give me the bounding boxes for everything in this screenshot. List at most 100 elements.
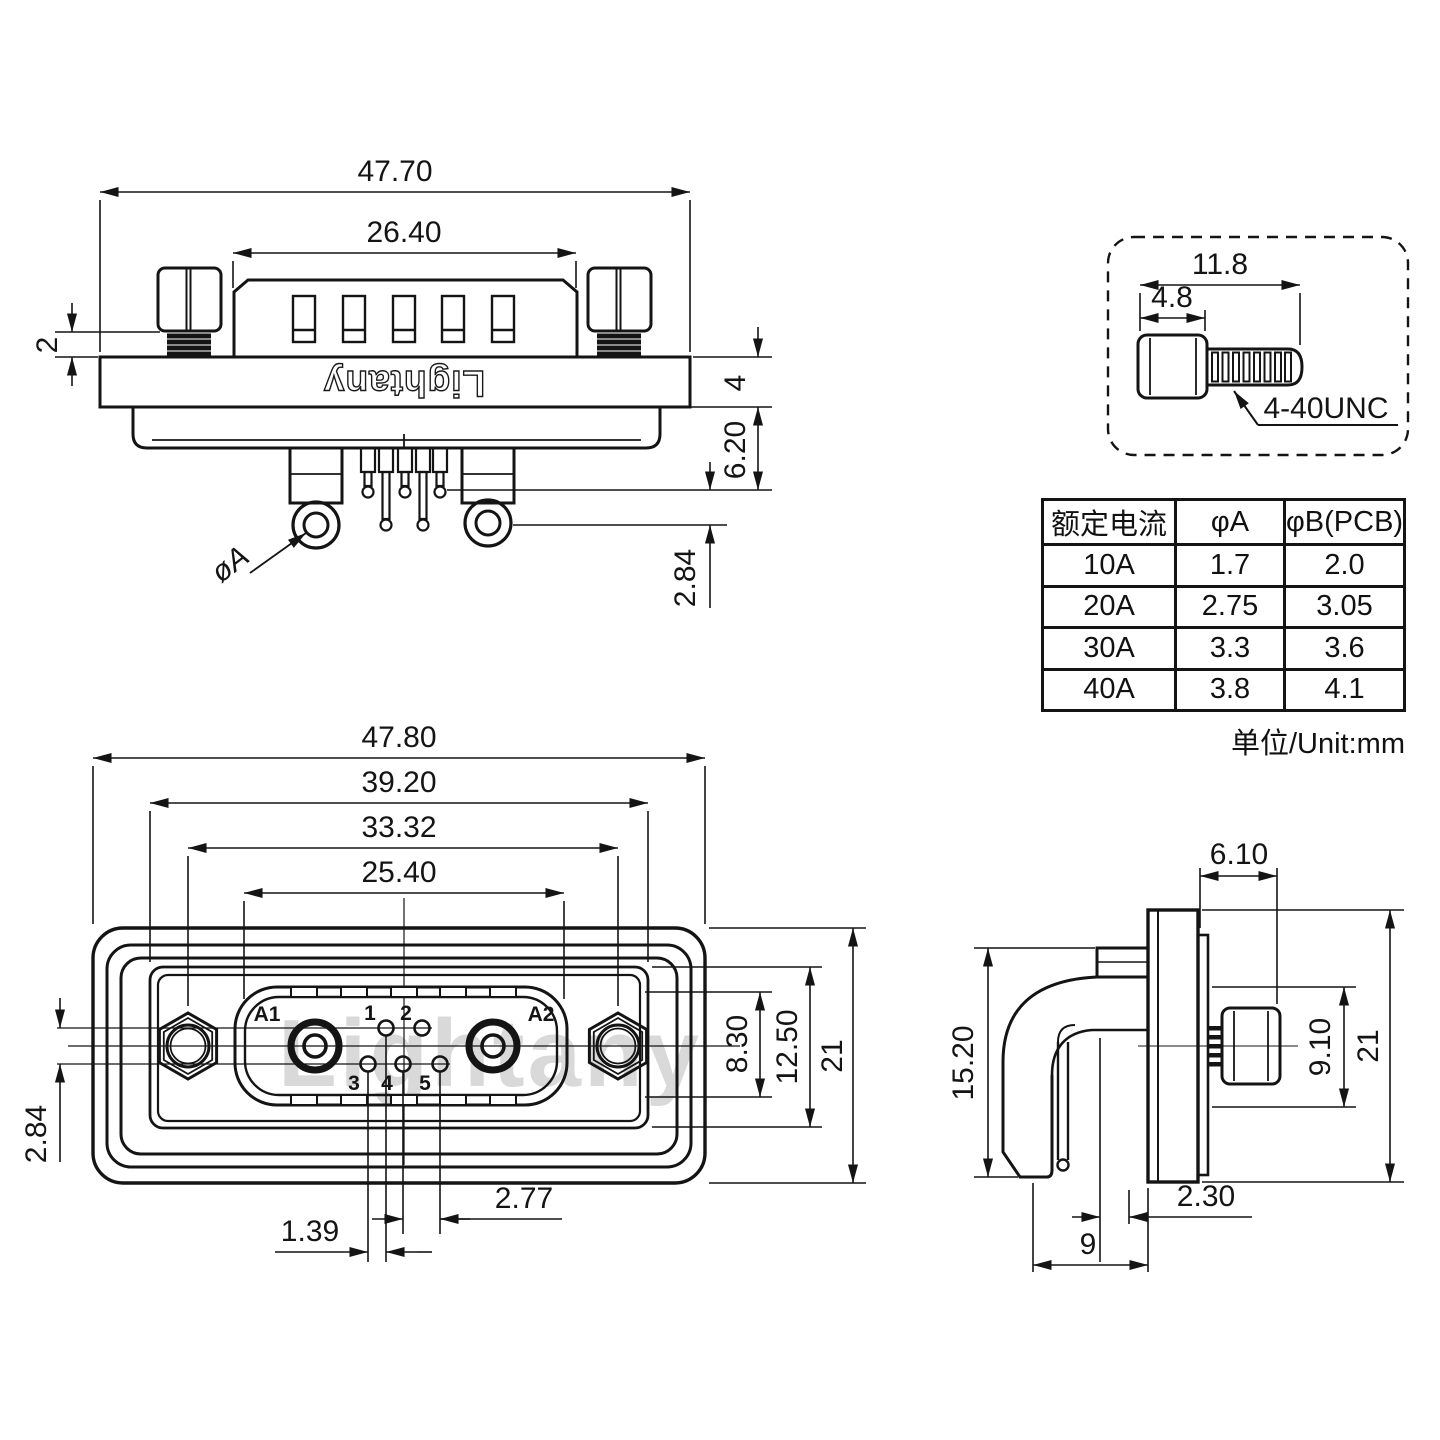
dim-label: 26.40	[366, 216, 441, 249]
dim-label: 8.30	[721, 1015, 754, 1073]
dim-label: 2.30	[1177, 1180, 1235, 1213]
thread-callout: 4-40UNC	[1233, 390, 1398, 426]
side-body	[1001, 908, 1298, 1184]
insert-body	[232, 278, 579, 357]
cell-dia-b: 4.1	[1283, 667, 1406, 712]
dim-front-pin-row-offset: 2.84	[20, 998, 66, 1163]
right-jack-screw	[586, 266, 653, 357]
dim-label: 47.70	[357, 155, 432, 188]
screw-threads	[1211, 351, 1292, 383]
dim-top-shell-depth: 6.20	[447, 407, 772, 491]
dim-label: 12.50	[771, 1009, 804, 1084]
dim-side-head-offset: 6.10	[1199, 838, 1278, 1004]
dim-side-overall-height: 21	[1202, 909, 1404, 1183]
cell-current: 10A	[1041, 543, 1177, 588]
dim-front-shell-width: 25.40	[243, 856, 565, 999]
dim-front-overall-width: 47.80	[92, 721, 706, 924]
dim-side-screw-height: 9.10	[1212, 986, 1356, 1108]
dim-screw-total-length: 11.8	[1139, 248, 1301, 345]
side-bracket	[1001, 946, 1150, 1179]
dim-label: 39.20	[361, 766, 436, 799]
dim-side-pin-offset: 2.30	[1072, 1038, 1252, 1262]
dim-front-window-height: 12.50	[652, 966, 822, 1128]
left-jack-screw	[156, 266, 223, 357]
right-hex-nut	[587, 1011, 649, 1081]
thread-label: 4-40UNC	[1263, 392, 1388, 425]
dim-side-pin-depth: 9	[1032, 1183, 1149, 1272]
table-row: 20A 2.75 3.05	[1041, 584, 1406, 629]
power-contact-a1	[287, 1018, 343, 1074]
signal-pins-side	[359, 446, 449, 532]
dim-label: 21	[816, 1039, 849, 1072]
label-a1: A1	[254, 1003, 281, 1026]
spec-table: 额定电流 φA φB(PCB) 10A 1.7 2.0 20A 2.75 3.0…	[1041, 498, 1407, 762]
screw-detail-view: 11.8 4.8 4-40UNC	[1106, 235, 1410, 457]
dim-label: 2.77	[495, 1182, 553, 1215]
detail-boundary	[1106, 235, 1410, 457]
table-row: 30A 3.3 3.6	[1041, 626, 1406, 671]
cell-current: 20A	[1041, 584, 1177, 629]
front-centerlines	[57, 898, 740, 1165]
dim-label: 2.84	[669, 549, 702, 607]
dim-label: 15.20	[947, 1025, 980, 1100]
dim-label: 2.84	[20, 1105, 53, 1163]
dim-label: 4.8	[1151, 281, 1193, 314]
dim-label: 11.8	[1192, 248, 1248, 281]
dim-label: 47.80	[361, 721, 436, 754]
table-header-row: 额定电流 φA φB(PCB)	[1041, 498, 1406, 546]
signal-contacts	[359, 1019, 449, 1073]
top-view-body: Lightany	[98, 266, 692, 550]
contact-labels: A1 A2 1 2 3 4 5	[254, 1002, 555, 1095]
cell-dia-a: 3.8	[1174, 667, 1286, 712]
label-pin3: 3	[348, 1072, 360, 1095]
label-pin1: 1	[364, 1002, 376, 1025]
label-pin2: 2	[400, 1002, 412, 1025]
dim-top-overall-width: 47.70	[99, 155, 691, 352]
pin-diameter-callout: øA	[205, 532, 307, 590]
pin-diameter-label: øA	[205, 540, 256, 590]
power-contact-a2	[465, 1018, 521, 1074]
dim-side-body-height: 15.20	[947, 947, 1095, 1178]
col-header-dia-a: φA	[1174, 498, 1286, 546]
dim-label: 6.20	[719, 421, 752, 479]
dim-front-mount-spacing: 33.32	[187, 811, 619, 1006]
rear-shell	[131, 407, 662, 450]
insert-holes	[291, 294, 516, 344]
label-pin4: 4	[381, 1072, 393, 1095]
top-view: 47.70 26.40 2 4 6.20	[31, 155, 772, 608]
dim-label: 9.10	[1304, 1018, 1337, 1076]
table-row: 40A 3.8 4.1	[1041, 667, 1406, 712]
brand-engraving: Lightany	[323, 363, 485, 404]
table-row: 10A 1.7 2.0	[1041, 543, 1406, 588]
screw-body	[1136, 333, 1304, 400]
dim-label: 33.32	[361, 811, 436, 844]
dim-front-pin-half-pitch: 1.39	[275, 1215, 432, 1258]
cell-current: 30A	[1041, 626, 1177, 671]
col-header-rated-current: 额定电流	[1041, 498, 1177, 546]
current-rating-table: 额定电流 φA φB(PCB) 10A 1.7 2.0 20A 2.75 3.0…	[1041, 498, 1406, 712]
cell-dia-a: 1.7	[1174, 543, 1286, 588]
dim-front-pin-pitch: 2.77	[367, 1036, 562, 1262]
cell-current: 40A	[1041, 667, 1177, 712]
dim-top-flange-thickness: 4	[663, 327, 772, 408]
cell-dia-b: 2.0	[1283, 543, 1406, 588]
d-shell	[233, 985, 569, 1107]
mounting-flange	[98, 355, 692, 409]
cell-dia-a: 3.3	[1174, 626, 1286, 671]
unit-note: 单位/Unit:mm	[1230, 728, 1405, 760]
dim-label: 1.39	[281, 1215, 339, 1248]
side-pcb-pin-tip	[1056, 1158, 1070, 1172]
dim-label: 9	[1080, 1228, 1097, 1261]
screw-shaft	[1205, 347, 1304, 387]
dim-label: 6.10	[1210, 838, 1268, 871]
dim-label: 25.40	[361, 856, 436, 889]
label-a2: A2	[528, 1003, 555, 1026]
dim-label: 2	[31, 337, 64, 354]
dim-screw-head-length: 4.8	[1140, 281, 1206, 331]
power-pin-a2-side	[460, 446, 516, 548]
dim-front-shell-height: 8.30	[645, 991, 772, 1098]
dim-top-pin-row-offset: 2.84	[513, 462, 727, 608]
left-hex-nut	[157, 1011, 219, 1081]
